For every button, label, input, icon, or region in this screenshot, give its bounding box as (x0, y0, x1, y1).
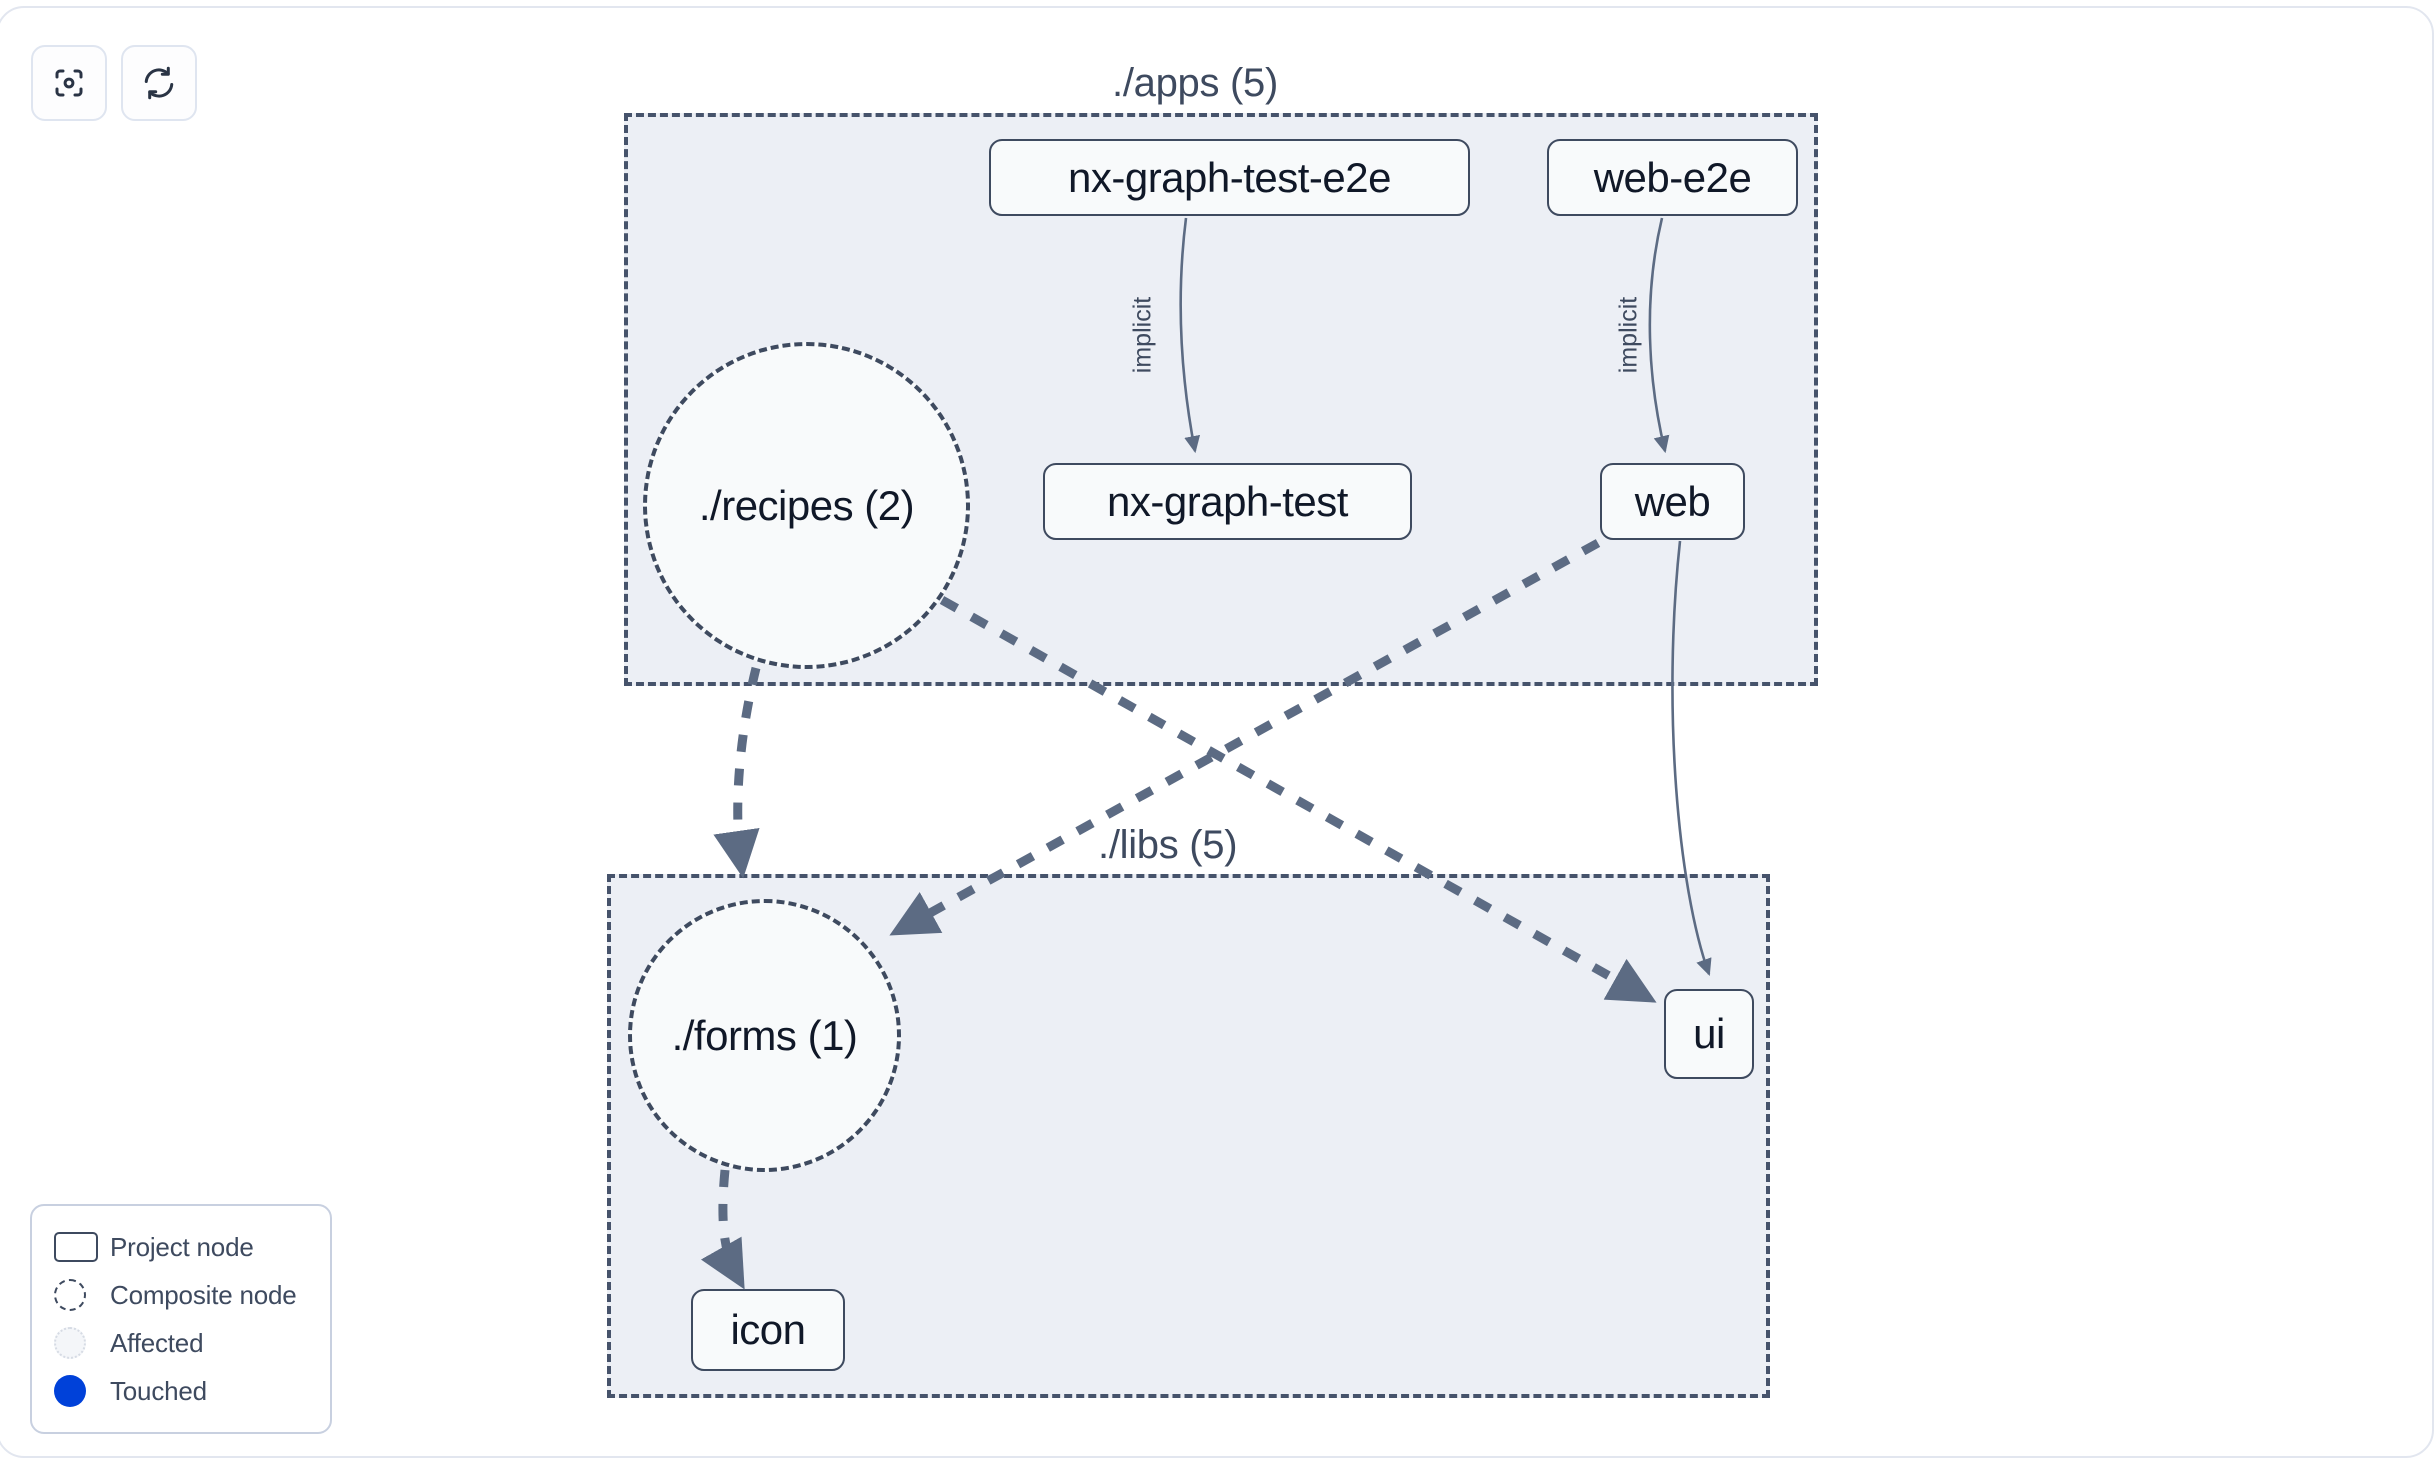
touched-swatch (54, 1375, 110, 1407)
affected-swatch (54, 1327, 110, 1359)
legend-item-project-node: Project node (54, 1223, 310, 1271)
graph-node-forms[interactable]: ./forms (1) (628, 899, 901, 1172)
graph-node-ui[interactable]: ui (1664, 989, 1754, 1079)
graph-node-web-e2e[interactable]: web-e2e (1547, 139, 1798, 216)
project-node-swatch (54, 1232, 110, 1262)
graph-canvas[interactable]: ./apps (5) ./libs (5) nx-graph-test-e2e … (0, 8, 2432, 1454)
graph-group-libs-label: ./libs (5) (1098, 823, 1238, 867)
graph-legend: Project node Composite node Affected Tou… (30, 1204, 332, 1434)
legend-item-touched: Touched (54, 1367, 310, 1415)
graph-node-recipes[interactable]: ./recipes (2) (643, 342, 970, 669)
graph-node-icon[interactable]: icon (691, 1289, 845, 1371)
refresh-graph-button[interactable] (121, 45, 197, 121)
legend-item-composite-node: Composite node (54, 1271, 310, 1319)
graph-card: ./apps (5) ./libs (5) nx-graph-test-e2e … (0, 6, 2434, 1458)
edge-label-implicit-nx-graph-test: implicit (1128, 296, 1157, 374)
legend-item-affected: Affected (54, 1319, 310, 1367)
legend-label-touched: Touched (110, 1375, 207, 1406)
legend-label-affected: Affected (110, 1327, 204, 1358)
legend-label-project-node: Project node (110, 1231, 254, 1262)
graph-node-web[interactable]: web (1600, 463, 1745, 540)
legend-label-composite-node: Composite node (110, 1279, 297, 1310)
edge-label-implicit-web: implicit (1614, 296, 1643, 374)
graph-group-apps-label: ./apps (5) (1112, 61, 1278, 105)
refresh-icon (141, 65, 177, 101)
graph-node-nx-graph-test-e2e[interactable]: nx-graph-test-e2e (989, 139, 1470, 216)
focus-graph-button[interactable] (31, 45, 107, 121)
graph-toolbar (31, 45, 197, 121)
focus-target-icon (51, 65, 87, 101)
composite-node-swatch (54, 1279, 110, 1311)
graph-node-nx-graph-test[interactable]: nx-graph-test (1043, 463, 1412, 540)
